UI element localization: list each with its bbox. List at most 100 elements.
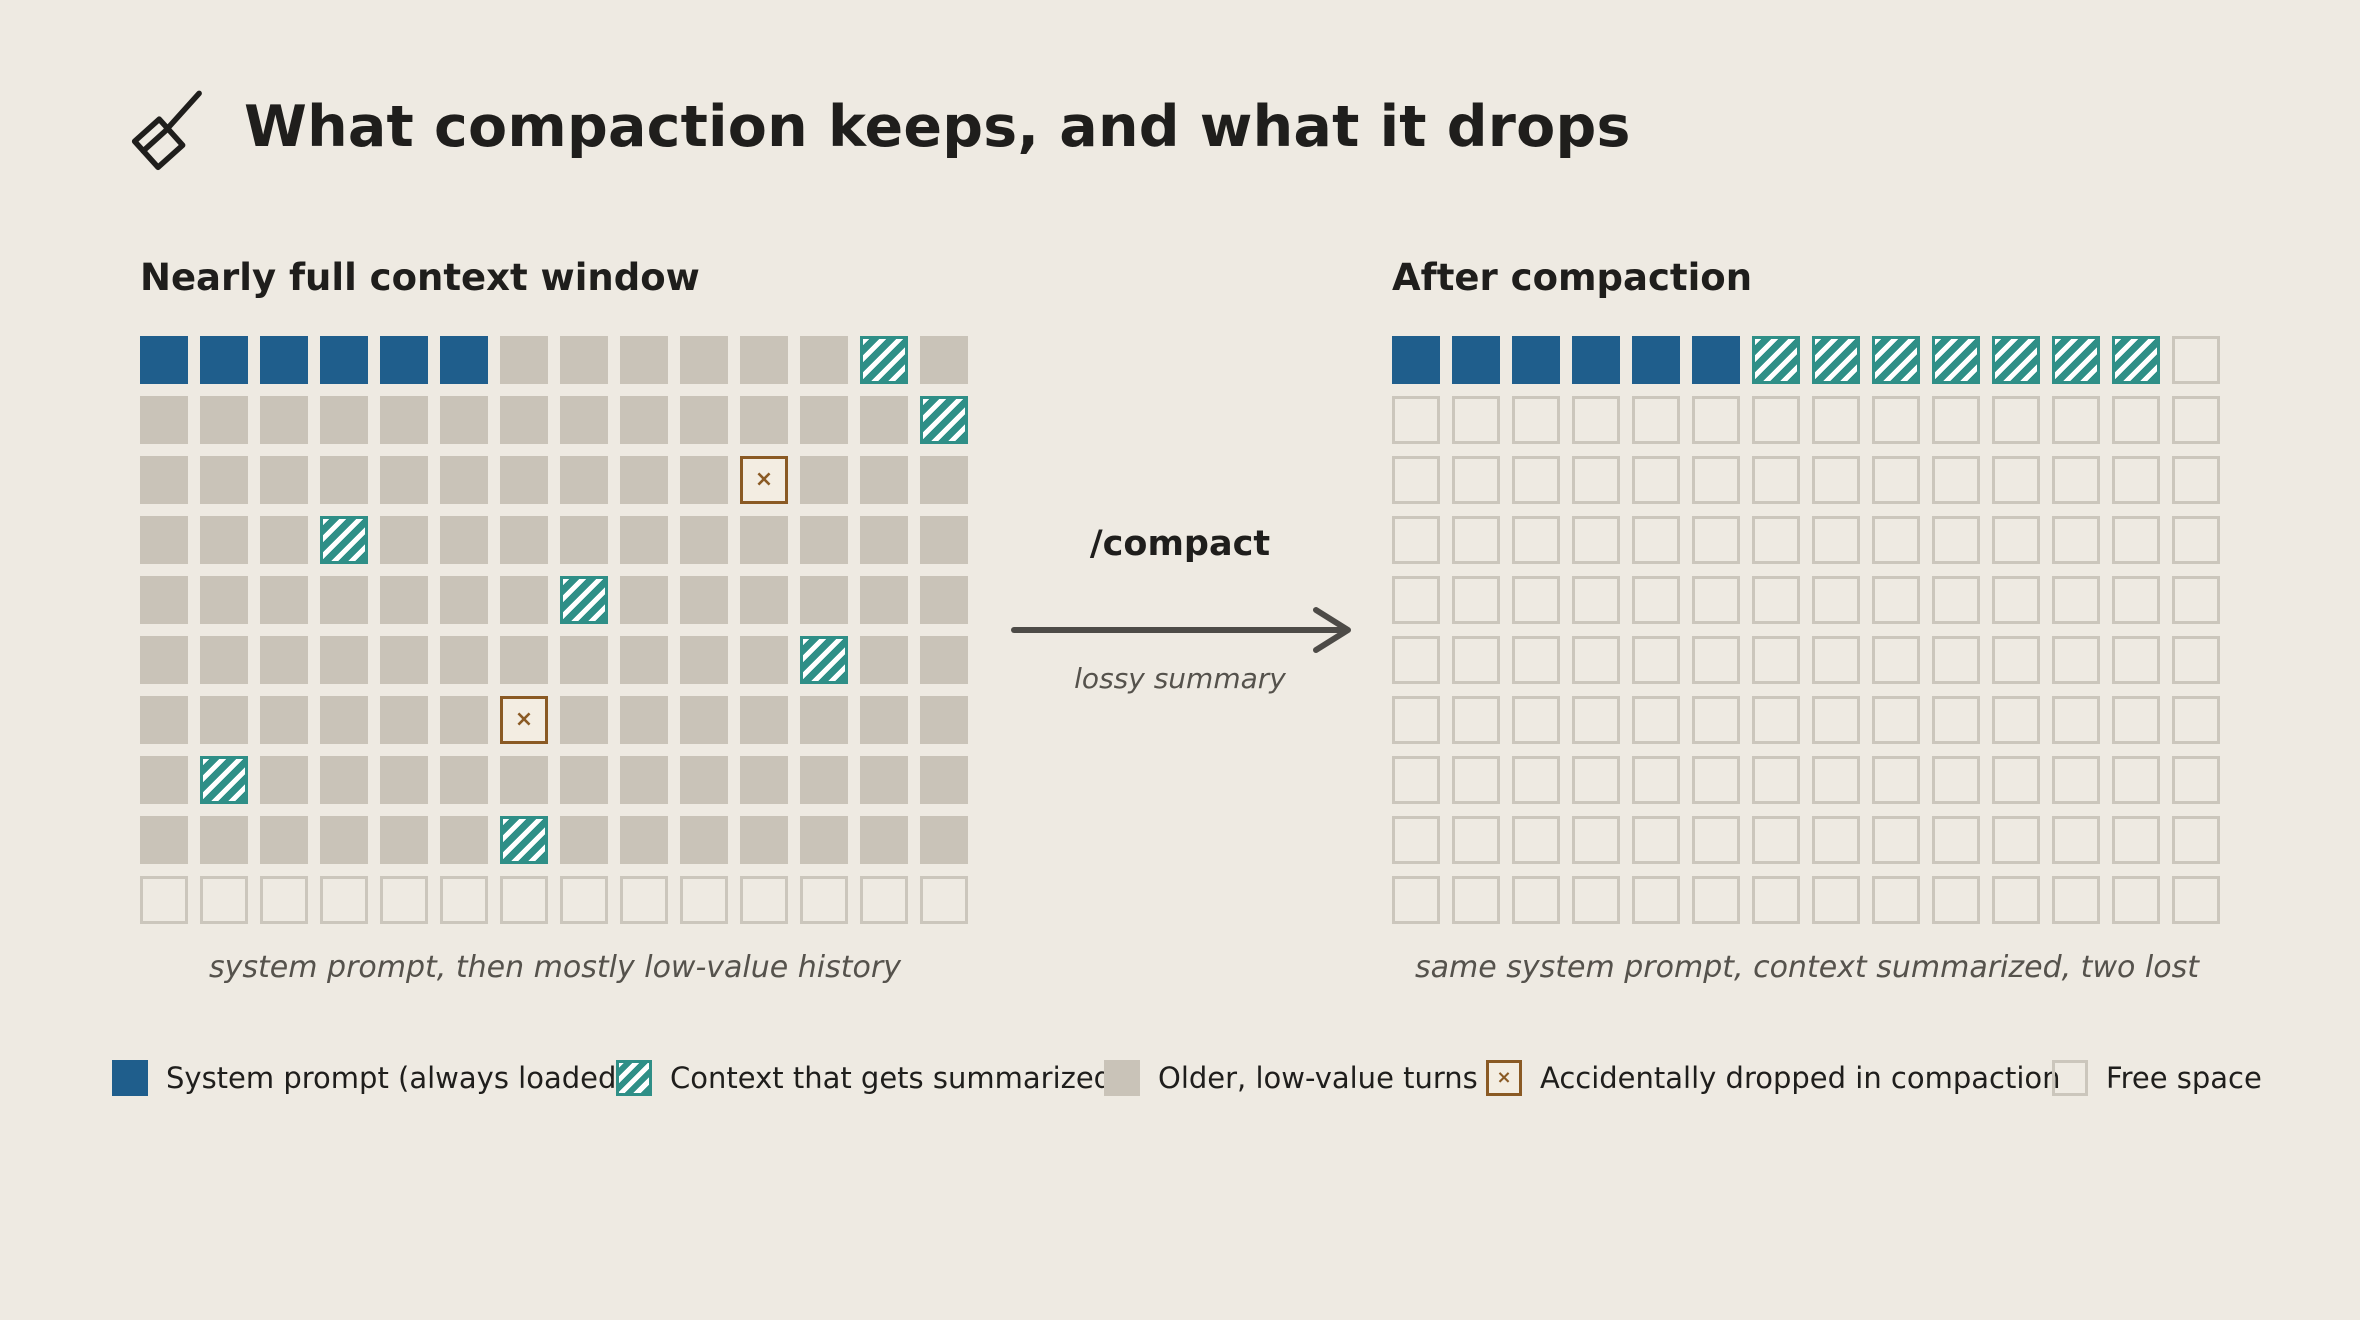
free-space-block [1392, 816, 1440, 864]
free-space-block [1572, 396, 1620, 444]
free-space-block [1932, 396, 1980, 444]
free-space-block [1812, 816, 1860, 864]
free-space-block [2112, 456, 2160, 504]
old-turn-block [800, 816, 848, 864]
old-turn-block [620, 696, 668, 744]
summarized-context-block [800, 636, 848, 684]
header [120, 84, 212, 184]
free-space-block [1392, 756, 1440, 804]
free-space-block [1392, 516, 1440, 564]
free-space-block [2112, 636, 2160, 684]
old-turn-block [680, 756, 728, 804]
old-turn-block [920, 576, 968, 624]
old-turn-block [680, 456, 728, 504]
old-turn-block [380, 816, 428, 864]
free-space-block [1992, 516, 2040, 564]
free-space-block [1632, 876, 1680, 924]
free-space-block [1992, 756, 2040, 804]
free-space-block [1932, 756, 1980, 804]
right-context-grid [1392, 336, 2222, 924]
free-space-block [1872, 516, 1920, 564]
free-space-block [2172, 756, 2220, 804]
free-space-block [1572, 756, 1620, 804]
old-turn-block [740, 396, 788, 444]
free-space-block [1512, 756, 1560, 804]
free-space-block [1452, 516, 1500, 564]
free-space-block [1812, 456, 1860, 504]
summarized-context-block [860, 336, 908, 384]
old-turn-block [680, 576, 728, 624]
old-turn-block [320, 696, 368, 744]
free-space-block [1932, 576, 1980, 624]
free-space-block [680, 876, 728, 924]
summarized-context-block [1932, 336, 1980, 384]
old-turn-block [620, 456, 668, 504]
legend-label: Context that gets summarized [670, 1061, 1113, 1095]
free-space-block [1932, 636, 1980, 684]
old-turn-block [440, 816, 488, 864]
old-turn-block [680, 816, 728, 864]
old-turn-block [320, 576, 368, 624]
free-space-block [2052, 756, 2100, 804]
free-space-block [1692, 396, 1740, 444]
old-turn-block [440, 696, 488, 744]
free-space-block [1392, 876, 1440, 924]
legend-item-summarized: Context that gets summarized [616, 1058, 1112, 1098]
free-space-block [260, 876, 308, 924]
old-turn-block [320, 816, 368, 864]
free-space-block [2112, 576, 2160, 624]
free-space-block [1512, 576, 1560, 624]
free-space-block [1512, 396, 1560, 444]
free-space-block [1692, 816, 1740, 864]
old-turn-block [560, 816, 608, 864]
legend-item-dropped: × Accidentally dropped in compaction [1486, 1058, 2061, 1098]
free-space-block [2052, 636, 2100, 684]
old-turn-block [320, 756, 368, 804]
old-turn-block [500, 756, 548, 804]
old-turn-block [380, 636, 428, 684]
summarized-context-block [560, 576, 608, 624]
free-space-block [1632, 816, 1680, 864]
free-space-block [1392, 636, 1440, 684]
free-space-block [1992, 576, 2040, 624]
free-space-block [2052, 696, 2100, 744]
legend-label: Accidentally dropped in compaction [1540, 1061, 2061, 1095]
old-turn-block [200, 576, 248, 624]
free-swatch [2052, 1060, 2088, 1096]
old-turn-block [620, 636, 668, 684]
old-turn-block [680, 516, 728, 564]
free-space-block [1512, 636, 1560, 684]
free-space-block [1572, 696, 1620, 744]
free-space-block [1872, 456, 1920, 504]
dropped-swatch-icon: × [1486, 1060, 1522, 1096]
old-turn-block [740, 696, 788, 744]
old-turn-block [140, 456, 188, 504]
old-turn-block [740, 756, 788, 804]
free-space-block [1752, 516, 1800, 564]
free-space-block [1452, 396, 1500, 444]
free-space-block [1392, 576, 1440, 624]
free-space-block [1572, 816, 1620, 864]
old-turn-block [620, 816, 668, 864]
legend-label: System prompt (always loaded) [166, 1061, 628, 1095]
free-space-block [1812, 396, 1860, 444]
old-turn-block [560, 396, 608, 444]
free-space-block [1692, 636, 1740, 684]
summarized-context-block [320, 516, 368, 564]
summarized-context-block [1992, 336, 2040, 384]
old-turn-block [500, 336, 548, 384]
old-turn-block [920, 696, 968, 744]
old-turn-block [440, 576, 488, 624]
free-space-block [1632, 756, 1680, 804]
free-space-block [1512, 876, 1560, 924]
old-turn-block [680, 336, 728, 384]
old-turn-block [500, 456, 548, 504]
free-space-block [1392, 456, 1440, 504]
free-space-block [1752, 396, 1800, 444]
free-space-block [1992, 636, 2040, 684]
old-turn-block [440, 756, 488, 804]
free-space-block [2052, 876, 2100, 924]
old-turn-block [560, 756, 608, 804]
old-turn-block [920, 816, 968, 864]
free-space-block [1752, 696, 1800, 744]
